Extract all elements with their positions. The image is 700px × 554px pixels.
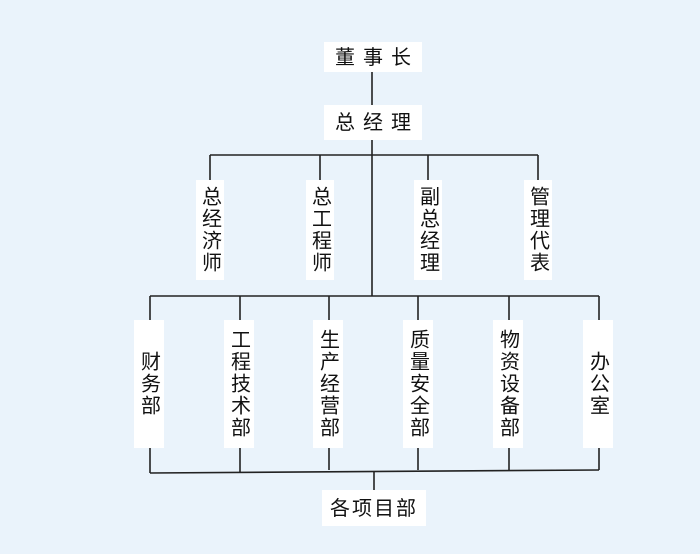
line-bottom-bus xyxy=(149,469,600,474)
node-project-departments: 各项目部 xyxy=(322,490,426,526)
node-dept-1: 财务部 xyxy=(134,320,164,448)
node-general-manager: 总经理 xyxy=(324,105,422,140)
node-dept-3: 生产经营部 xyxy=(313,320,343,448)
node-dept-6: 办公室 xyxy=(583,320,613,448)
node-exec-2: 总工程师 xyxy=(306,180,334,280)
node-dept-2: 工程技术部 xyxy=(224,320,254,448)
node-exec-3: 副总经理 xyxy=(414,180,442,280)
node-dept-5: 物资设备部 xyxy=(493,320,523,448)
node-dept-4: 质量安全部 xyxy=(403,320,433,448)
node-chairman: 董事长 xyxy=(324,42,422,72)
node-exec-4: 管理代表 xyxy=(524,180,552,280)
node-exec-1: 总经济师 xyxy=(196,180,224,280)
